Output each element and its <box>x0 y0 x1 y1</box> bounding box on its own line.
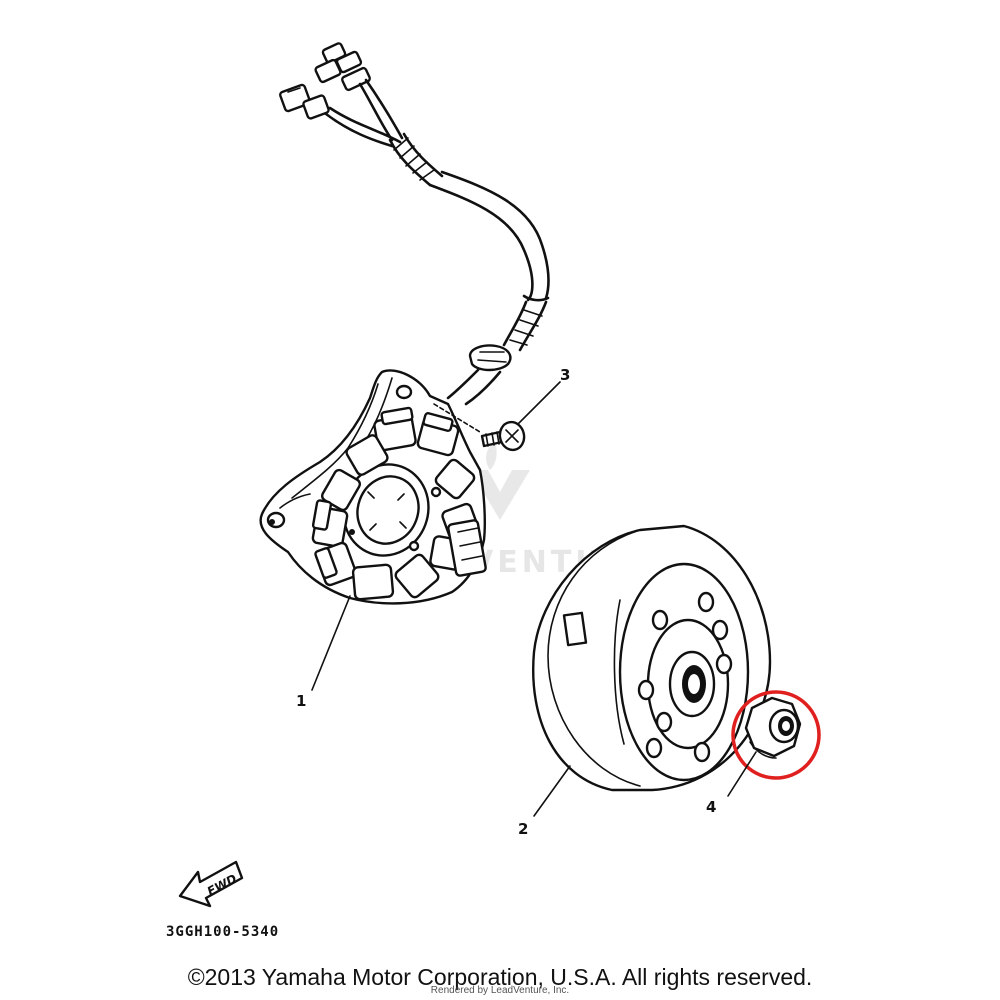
callout-2: 2 <box>518 820 528 838</box>
callout-leaders <box>311 381 757 817</box>
drawing-code: 3GGH100-5340 <box>166 924 279 940</box>
connector-left <box>279 83 330 120</box>
flywheel-rotor <box>532 524 772 792</box>
wire-harness <box>279 42 550 406</box>
highlight-circle <box>731 690 821 780</box>
pickup-coil <box>447 519 487 577</box>
callout-4: 4 <box>706 798 716 816</box>
copyright-notice: ©2013 Yamaha Motor Corporation, U.S.A. A… <box>187 964 813 990</box>
stator-assembly <box>259 369 487 605</box>
connector-top <box>314 42 371 92</box>
callout-1: 1 <box>296 692 306 710</box>
rendered-by-credit: Rendered by LeadVenture, Inc. <box>430 985 570 996</box>
stator-coils <box>311 406 479 601</box>
screw-part <box>433 403 526 452</box>
fwd-arrow-icon: FWD <box>178 860 244 908</box>
callout-3: 3 <box>560 366 570 384</box>
flange-nut <box>744 696 802 759</box>
